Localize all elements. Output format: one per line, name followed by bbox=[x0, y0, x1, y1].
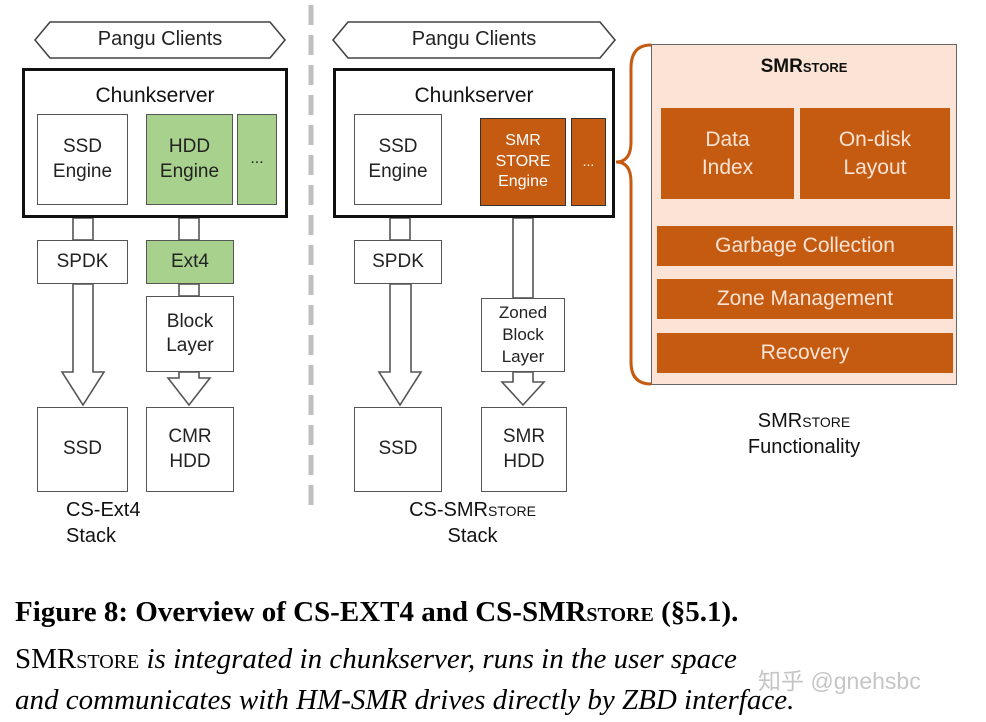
right-ssd-engine: SSD Engine bbox=[354, 114, 442, 205]
left-hdd-engine: HDD Engine bbox=[146, 114, 233, 205]
smrstore-func-sc: store bbox=[802, 410, 851, 432]
smrstore-recovery: Recovery bbox=[657, 333, 953, 373]
figure-caption-line3: and communicates with HM-SMR drives dire… bbox=[15, 684, 795, 716]
right-stack-label-sc: store bbox=[487, 499, 536, 521]
smrstore-garbage-collection: Garbage Collection bbox=[657, 226, 953, 266]
caption-line1-sc: store bbox=[586, 596, 654, 628]
smrstore-func-main: SMR bbox=[757, 410, 803, 432]
caption-line1-end: (§5.1). bbox=[653, 596, 739, 628]
left-cmr-hdd: CMR HDD bbox=[146, 407, 234, 492]
smrstore-func-line2: Functionality bbox=[747, 436, 861, 458]
caption-line2-rest: is integrated in chunkserver, runs in th… bbox=[139, 643, 737, 675]
right-clients-shape bbox=[331, 21, 617, 59]
smrstore-zone-management: Zone Management bbox=[657, 279, 953, 319]
right-chunkserver-box bbox=[333, 68, 615, 218]
smrstore-title-sc: store bbox=[802, 56, 848, 77]
right-ssd: SSD bbox=[354, 407, 442, 492]
smrstore-panel bbox=[651, 44, 957, 385]
smrstore-brace bbox=[615, 43, 652, 386]
right-zoned-block-layer: Zoned Block Layer bbox=[481, 298, 565, 372]
left-stack-label: CS-Ext4 Stack bbox=[66, 499, 141, 547]
right-smr-arrow bbox=[500, 217, 546, 407]
right-stack-label-line2: Stack bbox=[447, 525, 498, 547]
left-chunkserver-title: Chunkserver bbox=[95, 84, 215, 107]
right-smrstore-engine: SMR STORE Engine bbox=[480, 118, 566, 206]
caption-line1: Figure 8: Overview of CS-EXT4 and CS-SMR bbox=[15, 596, 587, 628]
right-stack-label-main: CS-SMR bbox=[409, 499, 488, 521]
caption-line2-sc: store bbox=[76, 643, 140, 675]
right-chunkserver-title: Chunkserver bbox=[414, 84, 534, 107]
right-more-engines: ... bbox=[571, 118, 606, 206]
left-ssd: SSD bbox=[37, 407, 128, 492]
smrstore-data-index: Data Index bbox=[661, 108, 794, 199]
smrstore-title-main: SMR bbox=[760, 56, 803, 77]
left-more-engines: ... bbox=[237, 114, 277, 205]
left-ext4: Ext4 bbox=[146, 240, 234, 284]
caption-line2-main: SMR bbox=[15, 643, 77, 675]
right-spdk: SPDK bbox=[354, 240, 442, 284]
watermark: 知乎 @gnehsbc bbox=[758, 668, 921, 694]
left-chunkserver-box bbox=[22, 68, 288, 218]
right-ssd-arrow bbox=[377, 217, 423, 407]
figure-caption-title: Figure 8: Overview of CS-EXT4 and CS-SMR… bbox=[15, 596, 738, 629]
right-smr-hdd: SMR HDD bbox=[481, 407, 567, 492]
left-spdk: SPDK bbox=[37, 240, 128, 284]
smrstore-title: SMRstore bbox=[651, 56, 957, 78]
left-ssd-engine: SSD Engine bbox=[37, 114, 128, 205]
smrstore-on-disk-layout: On-disk Layout bbox=[800, 108, 950, 199]
left-clients-label: Pangu Clients bbox=[97, 28, 223, 50]
left-block-layer: Block Layer bbox=[146, 296, 234, 372]
left-clients-shape bbox=[33, 21, 287, 59]
figure-caption-line2: SMRstore is integrated in chunkserver, r… bbox=[15, 643, 737, 676]
right-clients-label: Pangu Clients bbox=[411, 28, 537, 50]
